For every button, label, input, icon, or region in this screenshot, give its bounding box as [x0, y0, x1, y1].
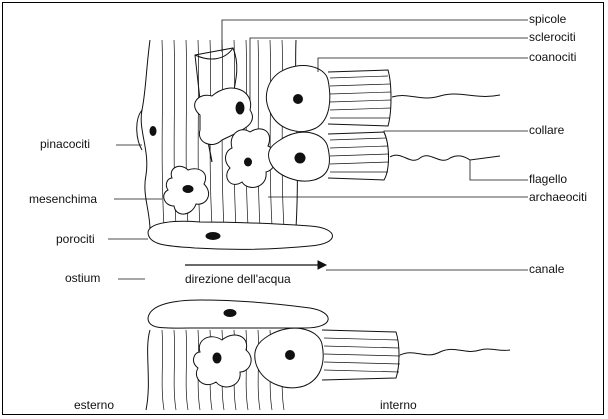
label-porociti: porociti [56, 232, 95, 246]
lower-pinacocyte [148, 300, 328, 328]
label-spicole: spicole [529, 12, 566, 26]
leader-spicole [222, 20, 528, 52]
flagellum-3 [400, 349, 510, 355]
label-coanociti: coanociti [529, 50, 576, 64]
porocyte [148, 221, 333, 249]
label-flagello: flagello [529, 172, 567, 186]
label-ostium: ostium [65, 271, 100, 285]
label-esterno: esterno [74, 398, 114, 412]
label-canale: canale [529, 262, 564, 276]
flagellum-2 [390, 155, 500, 160]
label-pinacociti: pinacociti [40, 137, 90, 151]
flagellum-1 [392, 94, 500, 98]
label-mesenchima: mesenchima [29, 192, 97, 206]
leader-flagello [470, 160, 528, 180]
collar-1 [328, 70, 391, 126]
label-interno: interno [380, 398, 417, 412]
leader-collare [384, 131, 528, 132]
label-collare: collare [529, 123, 564, 137]
leader-coanociti [318, 58, 528, 72]
pinacocyte-nucleus [150, 127, 156, 136]
pinacocyte-layer [141, 40, 150, 230]
label-direzione-acqua: direzione dell'acqua [185, 272, 291, 286]
label-sclerociti: sclerociti [529, 30, 576, 44]
archaeocyte-3 [194, 335, 252, 387]
label-archaeociti: archaeociti [529, 190, 587, 204]
